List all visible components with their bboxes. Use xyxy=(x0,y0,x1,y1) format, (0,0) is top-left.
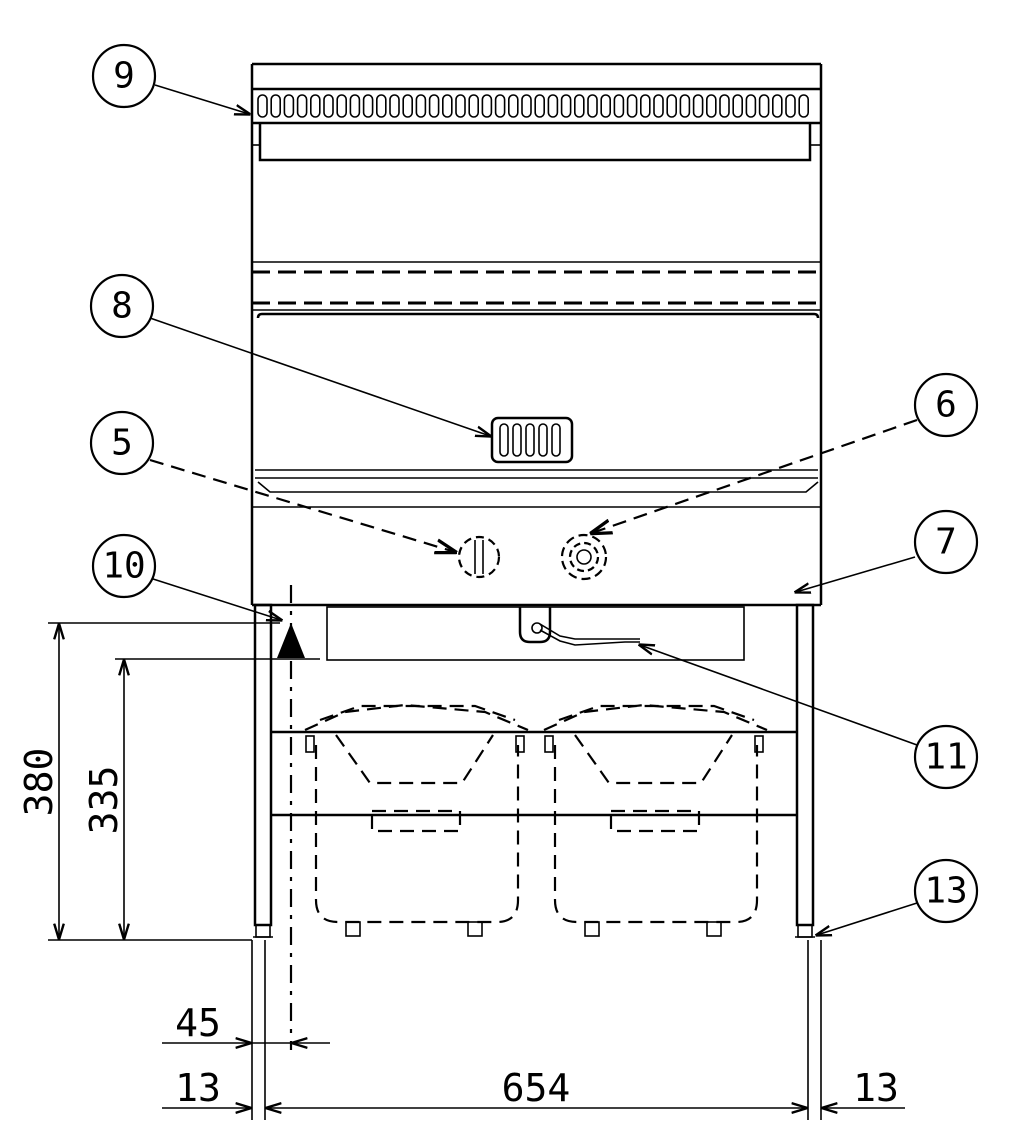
cabinet-body xyxy=(250,62,823,607)
callout-13: 13 xyxy=(913,858,979,924)
flue-slot xyxy=(362,94,374,118)
callout-10-label: 10 xyxy=(102,546,145,587)
flue-slot xyxy=(666,94,678,118)
flue-slot xyxy=(375,94,387,118)
dim-13-right-label: 13 xyxy=(853,1066,899,1110)
dim-380-label: 380 xyxy=(17,748,61,817)
flue-slot xyxy=(732,94,744,118)
callout-8: 8 xyxy=(89,273,155,339)
flue-slot xyxy=(600,94,612,118)
drain-trough xyxy=(326,606,745,661)
flue-slot xyxy=(560,94,572,118)
flue-slot xyxy=(626,94,638,118)
flue-slot xyxy=(323,94,334,118)
flue-slot xyxy=(455,94,466,118)
callout-7: 7 xyxy=(913,509,979,575)
control-vent-grille xyxy=(490,416,574,464)
callout-9: 9 xyxy=(91,43,157,109)
dim-335-label: 335 xyxy=(82,766,126,835)
legs xyxy=(253,603,815,938)
flue-slot xyxy=(415,94,427,118)
flue-slot xyxy=(745,94,757,118)
flue-vent-slots xyxy=(257,94,810,118)
lower-frame xyxy=(271,730,797,817)
flue-slot xyxy=(389,94,400,118)
flue-slot xyxy=(587,94,598,118)
pilot-igniter xyxy=(560,533,608,581)
callout-10: 10 xyxy=(91,533,157,599)
callout-6-label: 6 xyxy=(935,385,957,426)
flue-slot xyxy=(428,94,440,118)
flue-slot xyxy=(296,94,308,118)
callout-6: 6 xyxy=(913,372,979,438)
leader-lines xyxy=(149,84,918,935)
flue-slot xyxy=(336,94,348,118)
flue-slot xyxy=(521,94,532,118)
callout-9-label: 9 xyxy=(113,56,135,97)
flue-slot xyxy=(349,94,361,118)
callout-5-label: 5 xyxy=(111,423,133,464)
flue-slot xyxy=(283,94,295,118)
flue-slot xyxy=(494,94,506,118)
flue-slot xyxy=(402,94,414,118)
flue-slot xyxy=(679,94,691,118)
flue-slot xyxy=(758,94,770,118)
fry-basket-left xyxy=(304,703,529,937)
flue-slot xyxy=(798,94,810,118)
flue-slot xyxy=(653,94,664,118)
flue-slot xyxy=(481,94,493,118)
flue-slot xyxy=(309,94,321,118)
callout-11: 11 xyxy=(913,724,979,790)
flue-slot xyxy=(705,94,717,118)
flue-slot xyxy=(270,94,282,118)
flue-slot xyxy=(468,94,480,118)
dim-13-left-label: 13 xyxy=(175,1066,221,1110)
flue-slot xyxy=(507,94,519,118)
callout-8-label: 8 xyxy=(111,286,133,327)
gas-inlet-marker xyxy=(277,585,305,1050)
fry-basket-right xyxy=(543,703,768,937)
flue-slot xyxy=(257,94,268,118)
flue-slot xyxy=(771,94,783,118)
callout-13-label: 13 xyxy=(924,871,967,912)
dim-654-label: 654 xyxy=(502,1066,571,1110)
flue-slot xyxy=(534,94,546,118)
flue-slot xyxy=(719,94,730,118)
flue-slot xyxy=(692,94,704,118)
dimension-lines xyxy=(48,622,905,1120)
flue-slot xyxy=(613,94,625,118)
flue-slot xyxy=(785,94,796,118)
callout-11-label: 11 xyxy=(924,737,967,778)
flue-slot xyxy=(441,94,453,118)
flue-slot xyxy=(639,94,651,118)
dimension-labels: 380 335 45 13 654 13 xyxy=(17,748,899,1110)
flue-slot xyxy=(573,94,585,118)
gas-valve-knob xyxy=(457,535,501,579)
callout-7-label: 7 xyxy=(935,522,957,563)
flue-slot xyxy=(547,94,559,118)
callout-5: 5 xyxy=(89,410,155,476)
dim-45-label: 45 xyxy=(175,1001,221,1045)
